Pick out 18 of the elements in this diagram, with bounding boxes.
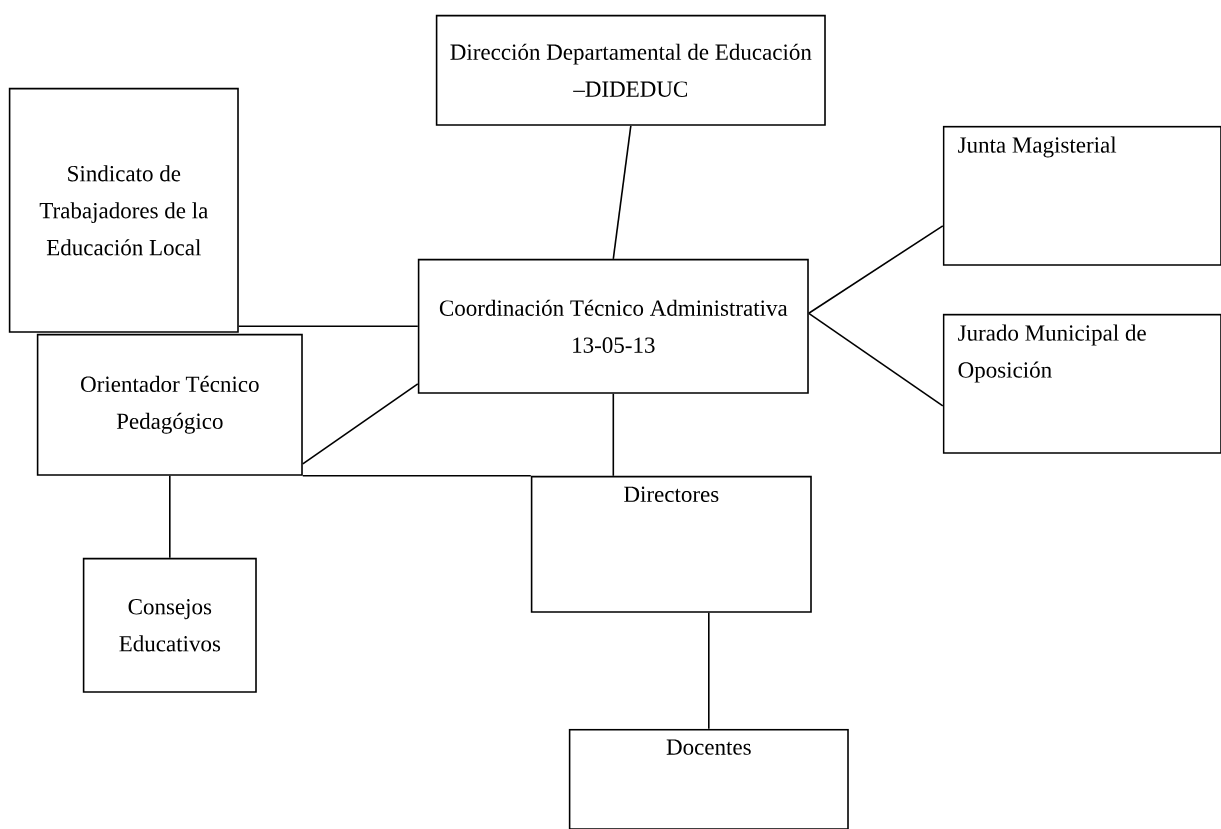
connector-line: [808, 312, 944, 407]
organization-box: Jurado Municipal de Oposición: [942, 313, 1221, 454]
connector-line: [238, 325, 419, 328]
connector-line: [612, 125, 632, 260]
organization-box: Sindicato de Trabajadores de la Educación Local: [8, 87, 239, 333]
connector-line: [302, 383, 419, 465]
organization-box: Orientador Técnico Pedagógico: [36, 333, 303, 476]
connector-line: [169, 475, 171, 559]
organization-box: Consejos Educativos: [82, 557, 257, 693]
organization-box: Coordinación Técnico Administrativa 13-05-13: [417, 258, 809, 394]
organization-box: Docentes: [568, 728, 849, 829]
organization-box: Dirección Departamental de Educación –DIDEDUC: [435, 14, 826, 126]
connector-line: [808, 225, 944, 315]
connector-line: [708, 612, 710, 730]
connector-line: [302, 475, 532, 477]
organization-box: Directores: [530, 475, 812, 613]
connector-line: [612, 393, 615, 477]
organization-box: Junta Magisterial: [942, 125, 1221, 266]
